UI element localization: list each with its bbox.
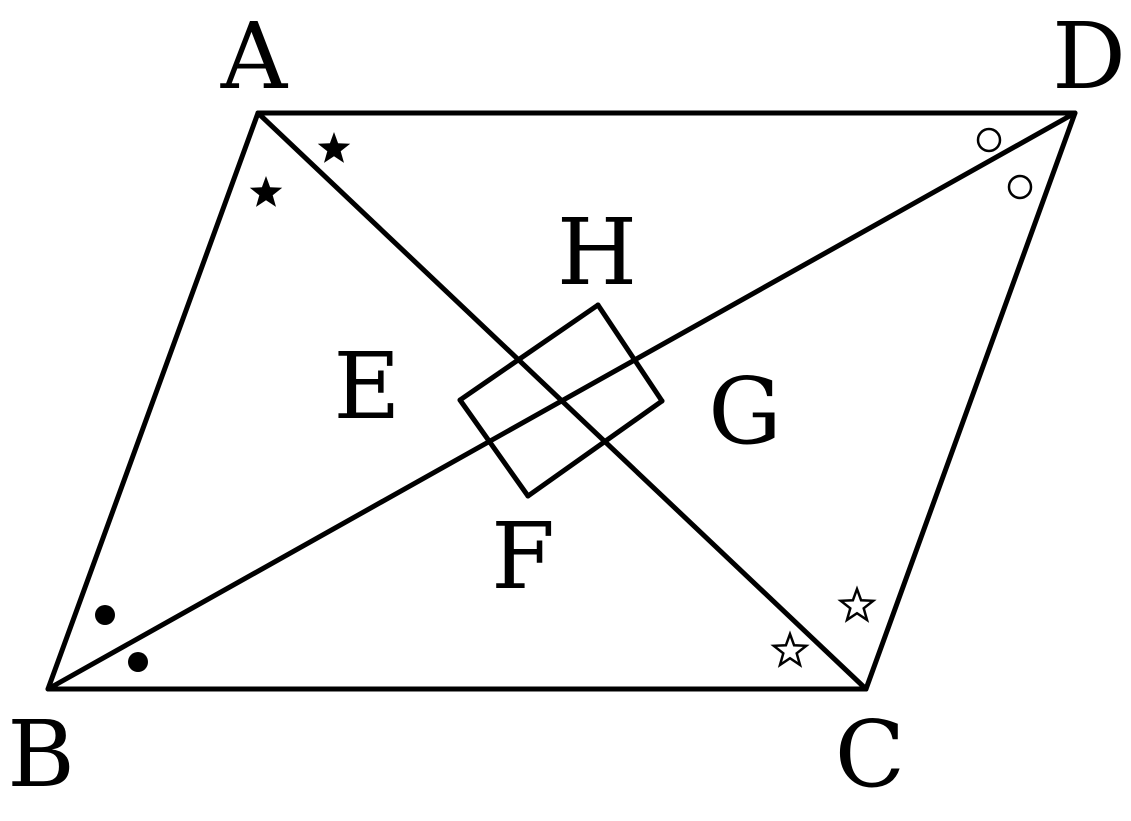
- filled-star-mark-a2: [249, 176, 283, 207]
- segment-f-g: [525, 398, 665, 499]
- label-point-b: B: [7, 701, 75, 808]
- label-point-a: A: [220, 3, 289, 110]
- open-circle-mark-d1: [976, 127, 1002, 153]
- segment-b-d-bisector: [45, 110, 1078, 692]
- label-point-c: C: [835, 701, 905, 808]
- label-point-f: F: [491, 503, 555, 610]
- label-point-g: G: [708, 358, 782, 465]
- open-star-mark-c2: [837, 585, 877, 623]
- label-point-e: E: [333, 333, 400, 440]
- filled-dot-mark-b1: [95, 605, 115, 625]
- open-star-mark-c1: [770, 630, 810, 668]
- segment-e-f: [457, 397, 531, 499]
- filled-dot-mark-b2: [128, 652, 148, 672]
- segment-h-g: [595, 302, 665, 404]
- label-point-h: H: [557, 199, 637, 306]
- open-circle-mark-d2: [1007, 174, 1033, 200]
- filled-star-mark-a1: [317, 132, 351, 163]
- segment-e-h: [457, 302, 601, 403]
- label-point-d: D: [1052, 3, 1126, 110]
